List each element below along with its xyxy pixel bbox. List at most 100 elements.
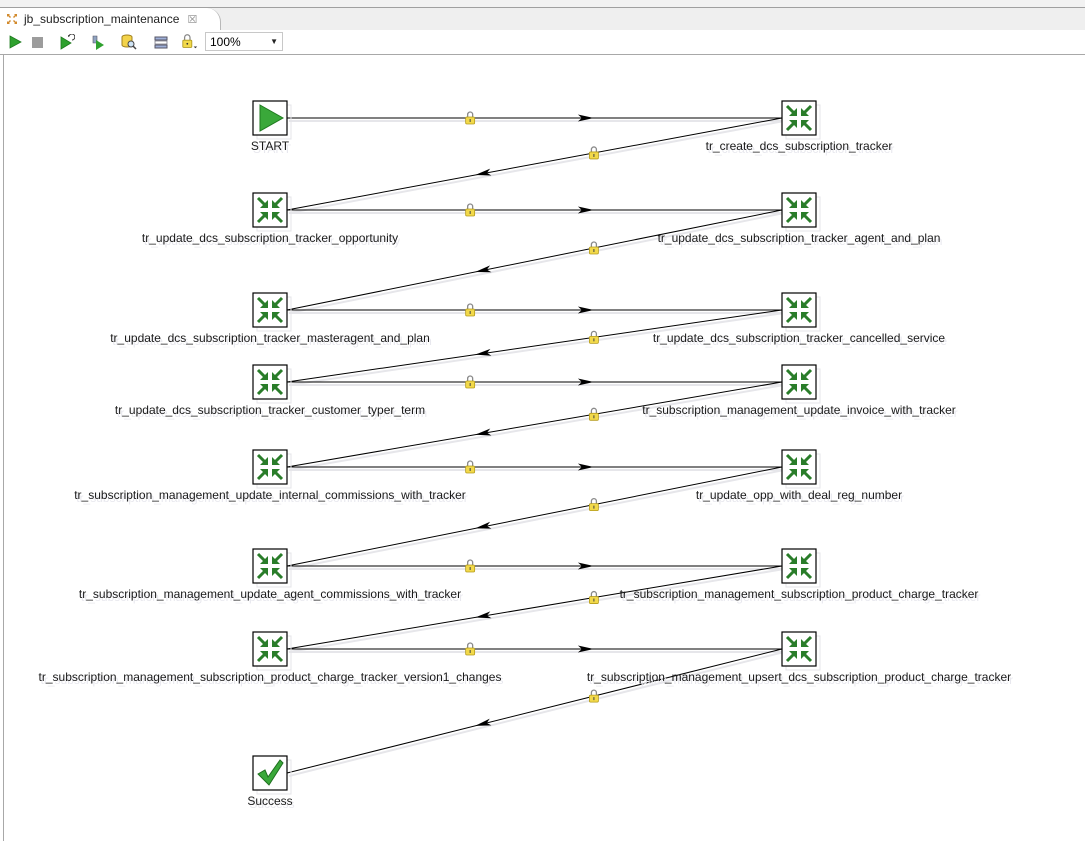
transformation-icon (256, 552, 284, 580)
hop[interactable] (287, 460, 784, 474)
hop[interactable] (287, 642, 784, 656)
node-label: tr_subscription_management_subscription_… (39, 670, 502, 684)
unconditional-lock-icon[interactable] (589, 497, 599, 512)
hop[interactable] (287, 375, 784, 389)
hop-arrow-icon (577, 206, 594, 214)
hop[interactable] (286, 381, 785, 471)
hop[interactable] (287, 559, 784, 573)
database-search-icon (121, 34, 137, 50)
node-label: tr_update_dcs_subscription_tracker_oppor… (142, 231, 398, 245)
unconditional-lock-icon[interactable] (465, 303, 476, 317)
hop[interactable] (286, 117, 785, 214)
job-entry-transformation[interactable]: tr_subscription_management_update_intern… (74, 449, 468, 505)
node-label: tr_create_dcs_subscription_tracker (706, 139, 893, 153)
close-icon[interactable]: ☒ (187, 13, 198, 26)
hop-line[interactable] (286, 381, 783, 468)
node-label-shadow: tr_update_dcs_subscription_tracker_oppor… (144, 234, 400, 248)
unconditional-lock-icon[interactable] (465, 111, 476, 125)
debug-icon (92, 35, 104, 50)
transformation-icon (785, 635, 813, 663)
hop-arrow-icon (475, 521, 492, 529)
job-entry-transformation[interactable]: tr_update_dcs_subscription_tracker_custo… (115, 364, 427, 420)
job-entry-transformation[interactable]: tr_subscription_management_subscription_… (620, 548, 981, 604)
layout-button[interactable] (152, 33, 170, 51)
node-label-shadow: Success (249, 797, 294, 811)
unconditional-lock-icon[interactable] (465, 559, 476, 573)
job-entry-transformation[interactable]: tr_subscription_management_subscription_… (39, 631, 504, 687)
unconditional-lock-icon[interactable] (589, 590, 599, 604)
unconditional-lock-icon[interactable] (589, 146, 599, 160)
hop-arrow-icon (577, 463, 594, 471)
hop-line[interactable] (286, 466, 783, 567)
hop[interactable] (287, 111, 784, 125)
node-label-shadow: tr_create_dcs_subscription_tracker (708, 142, 895, 156)
job-entry-transformation[interactable]: tr_update_dcs_subscription_tracker_agent… (658, 192, 943, 248)
job-entry-transformation[interactable]: tr_create_dcs_subscription_trackertr_cre… (706, 100, 895, 156)
transformation-icon (256, 196, 284, 224)
play-icon (9, 35, 22, 49)
hop-line[interactable] (286, 209, 783, 311)
hop-line[interactable] (286, 648, 783, 774)
node-label-shadow: START (253, 142, 292, 156)
unconditional-lock-icon[interactable] (465, 642, 476, 656)
unconditional-lock-icon[interactable] (589, 407, 599, 421)
replay-button[interactable] (58, 33, 76, 51)
hop[interactable] (286, 466, 785, 570)
hop-arrow-icon (475, 265, 492, 273)
hop-arrow-icon (577, 562, 594, 570)
hop-line[interactable] (286, 565, 783, 650)
hop[interactable] (286, 209, 785, 314)
job-entry-transformation[interactable]: tr_subscription_management_upsert_dcs_su… (587, 631, 1013, 687)
unconditional-lock-icon[interactable] (589, 241, 599, 255)
unconditional-lock-icon[interactable] (589, 689, 599, 703)
layout-icon (154, 36, 168, 49)
start-play-icon (259, 104, 285, 132)
node-label-shadow: tr_update_dcs_subscription_tracker_maste… (112, 334, 432, 348)
analyze-button[interactable] (120, 33, 138, 51)
lock-button[interactable] (181, 33, 199, 51)
node-label: tr_update_dcs_subscription_tracker_maste… (110, 331, 430, 345)
hop[interactable] (287, 303, 784, 317)
transformation-icon (256, 635, 284, 663)
hop-arrow-icon (475, 718, 492, 726)
unconditional-lock-icon[interactable] (465, 203, 476, 217)
node-label-shadow: tr_subscription_management_update_intern… (76, 491, 468, 505)
job-entry-transformation[interactable]: tr_subscription_management_update_agent_… (79, 548, 463, 604)
hop-line[interactable] (286, 117, 783, 211)
unconditional-lock-icon[interactable] (589, 330, 599, 344)
hop[interactable] (286, 565, 785, 653)
tab-jb-subscription-maintenance[interactable]: jb_subscription_maintenance ☒ (0, 8, 221, 30)
stop-button[interactable] (28, 33, 46, 51)
job-entry-transformation[interactable]: tr_subscription_management_update_invoic… (642, 364, 958, 420)
hop[interactable] (286, 648, 785, 777)
node-label-shadow: tr_update_dcs_subscription_tracker_custo… (117, 406, 427, 420)
transformation-icon (785, 104, 813, 132)
transformation-icon (785, 368, 813, 396)
job-entry-transformation[interactable]: tr_update_dcs_subscription_tracker_oppor… (142, 192, 400, 248)
node-label: tr_subscription_management_upsert_dcs_su… (587, 670, 1011, 684)
unconditional-lock-icon[interactable] (465, 375, 476, 389)
run-button[interactable] (6, 33, 24, 51)
node-label: tr_update_dcs_subscription_tracker_custo… (115, 403, 425, 417)
job-entry-transformation[interactable]: tr_update_dcs_subscription_tracker_maste… (110, 292, 432, 348)
node-label-shadow: tr_update_dcs_subscription_tracker_cance… (655, 334, 947, 348)
hop-arrow-icon (475, 168, 492, 176)
window-top-strip (0, 0, 1085, 8)
debug-button[interactable] (89, 33, 107, 51)
hop[interactable] (286, 309, 785, 386)
job-entry-transformation[interactable]: tr_update_opp_with_deal_reg_numbertr_upd… (696, 449, 904, 505)
hop-line[interactable] (286, 309, 783, 383)
node-label-shadow: tr_subscription_management_subscription_… (622, 590, 981, 604)
hop[interactable] (287, 203, 784, 217)
zoom-level-select[interactable]: 100% ▼ (205, 32, 283, 51)
zoom-level-value: 100% (210, 34, 241, 49)
unconditional-lock-icon[interactable] (465, 460, 476, 474)
chevron-down-icon: ▼ (270, 37, 278, 46)
job-toolbar: 100% ▼ (0, 30, 1085, 55)
hops-layer (286, 111, 785, 777)
job-entry-transformation[interactable]: tr_update_dcs_subscription_tracker_cance… (653, 292, 947, 348)
